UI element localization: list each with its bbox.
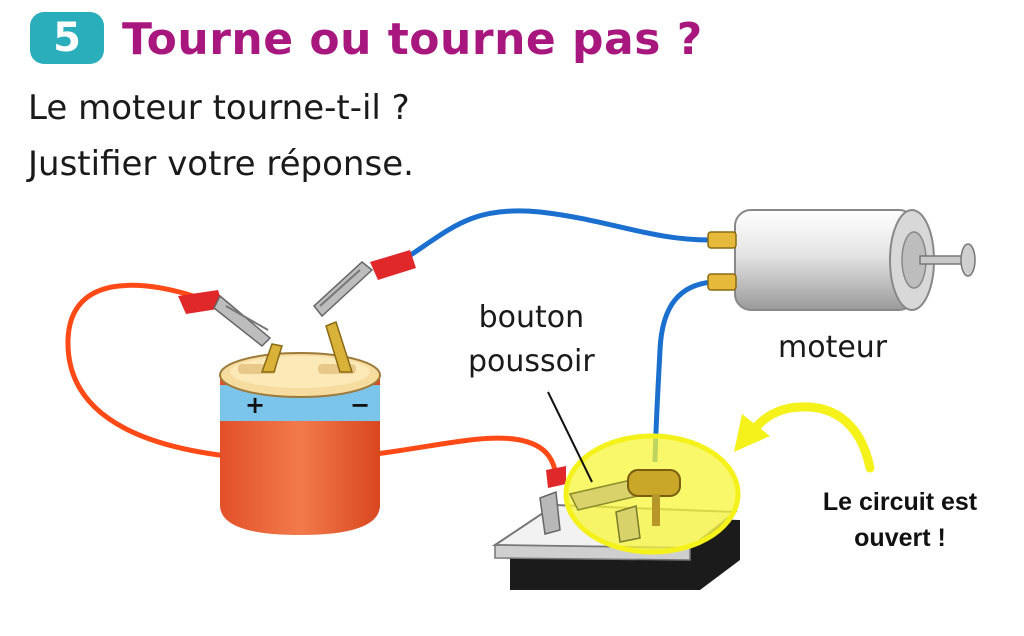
exercise-number: 5: [53, 15, 81, 61]
question-line-1: Le moteur tourne-t-il ?: [28, 88, 410, 128]
push-button-label-line1: bouton: [478, 300, 585, 335]
exercise-title: Tourne ou tourne pas ?: [122, 14, 703, 65]
push-button-lever: [568, 469, 681, 543]
button-pointer-line: [547, 391, 593, 483]
question-line-2: Justifier votre réponse.: [28, 144, 414, 184]
exercise-number-badge: 5: [30, 12, 104, 64]
open-circuit-note-line1: Le circuit est: [822, 488, 978, 516]
red-wire: [65, 282, 558, 471]
crocodile-clip-minus: [312, 250, 416, 318]
battery: [219, 321, 381, 535]
open-circuit-note-line2: ouvert !: [854, 524, 946, 552]
crocodile-clip-plus: [178, 290, 272, 348]
push-button-label: bouton poussoir: [468, 296, 595, 384]
battery-minus-sign: −: [350, 391, 370, 419]
blue-wire-bottom: [652, 279, 713, 463]
yellow-arrow: [747, 402, 875, 473]
motor-label: moteur: [778, 330, 888, 365]
battery-plus-sign: +: [245, 391, 265, 419]
open-circuit-note: Le circuit est ouvert !: [790, 484, 1010, 556]
push-button-label-line2: poussoir: [468, 344, 595, 379]
blue-wire-top: [398, 208, 711, 265]
motor: [707, 209, 976, 311]
